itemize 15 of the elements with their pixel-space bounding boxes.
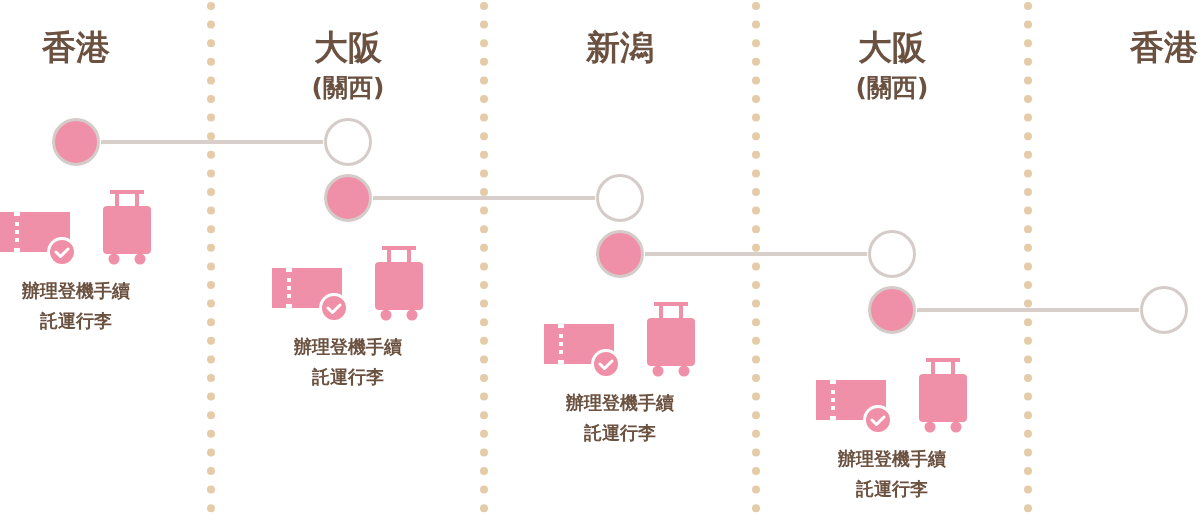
- step-caption: 辦理登機手續託運行李: [22, 279, 130, 333]
- connector-line: [373, 196, 595, 200]
- step-caption: 辦理登機手續託運行李: [566, 391, 674, 445]
- city-title: 大阪: [313, 30, 383, 64]
- step-caption: 辦理登機手續託運行李: [838, 447, 946, 501]
- connector-line: [101, 140, 323, 144]
- city-title: 香港: [41, 30, 111, 64]
- city-title: 新潟: [585, 30, 655, 64]
- city-title: 香港: [1129, 30, 1199, 64]
- airport-subtitle: (關西): [854, 75, 930, 100]
- connector-line: [917, 308, 1139, 312]
- airport-subtitle: (關西): [310, 75, 386, 100]
- connector-line: [645, 252, 867, 256]
- city-title: 大阪: [857, 30, 927, 64]
- step-caption: 辦理登機手續託運行李: [294, 335, 402, 389]
